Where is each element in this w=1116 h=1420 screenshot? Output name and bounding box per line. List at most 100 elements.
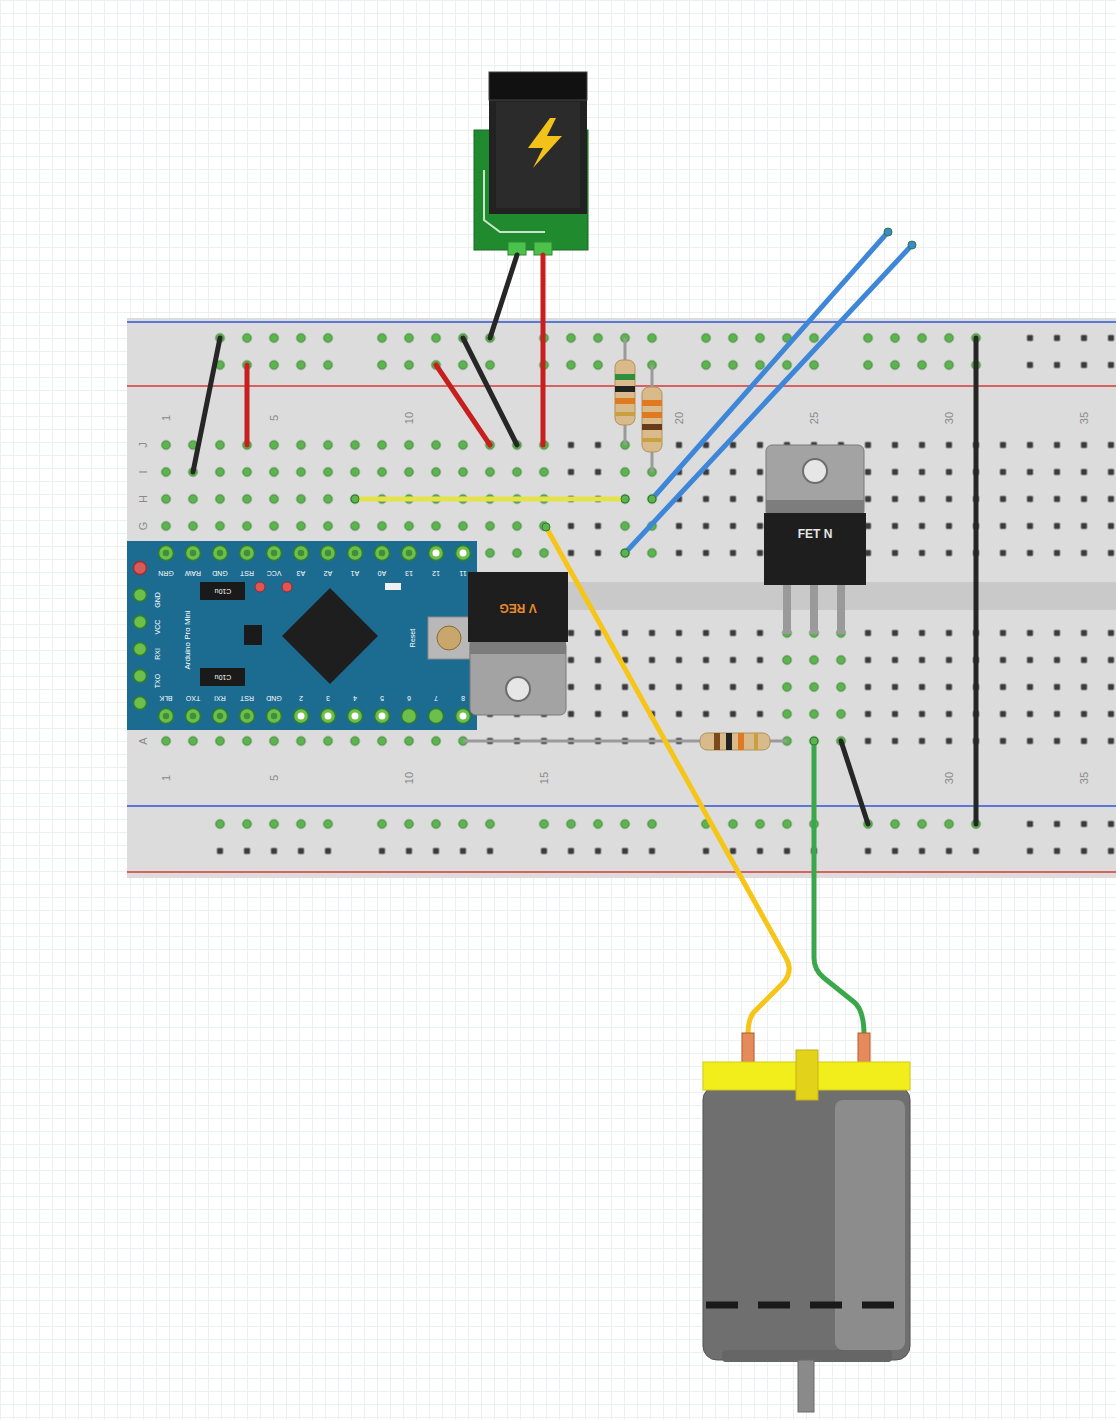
jumper-wire [490, 255, 517, 338]
arduino-pro-mini-board [127, 541, 477, 730]
pin-name: 3 [326, 695, 330, 702]
arduino-board: Arduino Pro MiniC10uC10uReset [127, 541, 477, 730]
jumper-wire [193, 338, 220, 472]
arduino-pro-mini-board [379, 713, 386, 720]
pin-name: 4 [353, 695, 357, 702]
column-number: 5 [269, 775, 280, 781]
arduino-pro-mini-board [437, 626, 461, 650]
wire-end [351, 228, 916, 745]
arduino-pro-mini-board [348, 709, 363, 724]
wire-end [648, 495, 656, 503]
arduino-pro-mini-board [240, 709, 255, 724]
arduino-pro-mini-board [429, 546, 444, 561]
pin-name: 2 [299, 695, 303, 702]
regulator-part: V REG [468, 572, 568, 715]
pin-name: VCC [154, 620, 161, 635]
resistor-symbol [738, 733, 744, 750]
arduino-pro-mini-board [134, 643, 147, 656]
jumper-wire [355, 497, 625, 502]
pin-name: GND [212, 570, 228, 577]
column-number: 1 [161, 415, 172, 421]
resistor-symbol [642, 424, 662, 430]
arduino-pro-mini-board [244, 713, 250, 719]
arduino-pro-mini-board [294, 709, 309, 724]
arduino-pro-mini-board [134, 546, 471, 724]
resistor-symbol [642, 387, 662, 452]
column-number: 10 [404, 412, 415, 424]
pin-name: A2 [324, 570, 333, 577]
resistor-symbol [615, 412, 635, 416]
dc-motor [703, 1086, 910, 1360]
voltage-regulator [468, 572, 568, 642]
arduino-pro-mini-board [352, 713, 359, 720]
component-label: C10u [214, 588, 231, 595]
pin-name: 5 [380, 695, 384, 702]
n-channel-mosfet [766, 500, 864, 515]
arduino-pro-mini-board [325, 713, 332, 720]
arduino-pro-mini-board [134, 562, 147, 575]
resistor-symbol [700, 733, 770, 750]
arduino-pro-mini-board [379, 550, 385, 556]
pin-name: TXO [154, 674, 161, 688]
pin-name: 12 [432, 570, 440, 577]
arduino-pro-mini-board [244, 550, 250, 556]
arduino-pro-mini-board [460, 550, 467, 557]
arduino-pro-mini-board [460, 713, 467, 720]
arduino-pro-mini-board [402, 709, 417, 724]
pin-name: A0 [378, 570, 387, 577]
arduino-pro-mini-board [134, 589, 147, 602]
jumper-wire [625, 245, 912, 553]
arduino-pro-mini-board [159, 709, 174, 724]
resistor-symbol [726, 733, 732, 750]
arduino-pro-mini-board [375, 546, 390, 561]
dc-motor [706, 1302, 908, 1309]
pin-name: GND [266, 695, 282, 702]
arduino-pro-mini-board [163, 550, 169, 556]
breadboard-holes [200, 325, 990, 379]
arduino-pro-mini-board [294, 546, 309, 561]
arduino-pro-mini-board [134, 670, 147, 683]
voltage-regulator [470, 640, 566, 654]
resistor-symbol [615, 374, 635, 380]
jumper-wire [546, 527, 789, 1035]
arduino-pro-mini-board [375, 709, 390, 724]
pin-name: 6 [407, 695, 411, 702]
mosfet-part: FET N [764, 445, 866, 585]
breadboard-holes [200, 811, 1116, 865]
arduino-pro-mini-board [456, 709, 471, 724]
arduino-pro-mini-board [325, 550, 331, 556]
arduino-pro-mini-board [217, 550, 223, 556]
arduino-pro-mini-board [385, 583, 401, 590]
n-channel-mosfet [783, 582, 791, 634]
wire-end [884, 228, 892, 236]
column-number: 5 [269, 415, 280, 421]
wire-end [351, 495, 359, 503]
row-letter: J [138, 442, 149, 448]
dc-motor [796, 1050, 818, 1100]
resistor-symbol [615, 386, 635, 392]
row-letter: H [138, 495, 149, 503]
wire-end [542, 523, 550, 531]
pin-name: VCC [267, 570, 282, 577]
arduino-pro-mini-board [200, 668, 245, 686]
pin-name: BLK [159, 695, 172, 702]
column-number: 15 [539, 772, 550, 784]
arduino-pro-mini-board [200, 582, 245, 600]
breadboard [127, 321, 1116, 323]
column-number: 30 [944, 412, 955, 424]
breadboard [127, 805, 1116, 807]
arduino-pro-mini-board [267, 546, 282, 561]
pin-name: GND [154, 592, 161, 608]
arduino-pro-mini-board [190, 713, 196, 719]
wire-end [810, 737, 818, 745]
column-number: 35 [1079, 412, 1090, 424]
arduino-pro-mini-board [298, 550, 304, 556]
arduino-pro-mini-board [428, 617, 470, 659]
arduino-pro-mini-board [163, 713, 169, 719]
pin-name: RXI [214, 695, 226, 702]
jumper-wire [652, 232, 888, 499]
dc-power-jack [489, 72, 587, 214]
pin-name: 8 [461, 695, 465, 702]
part-label: FET N [798, 528, 833, 540]
